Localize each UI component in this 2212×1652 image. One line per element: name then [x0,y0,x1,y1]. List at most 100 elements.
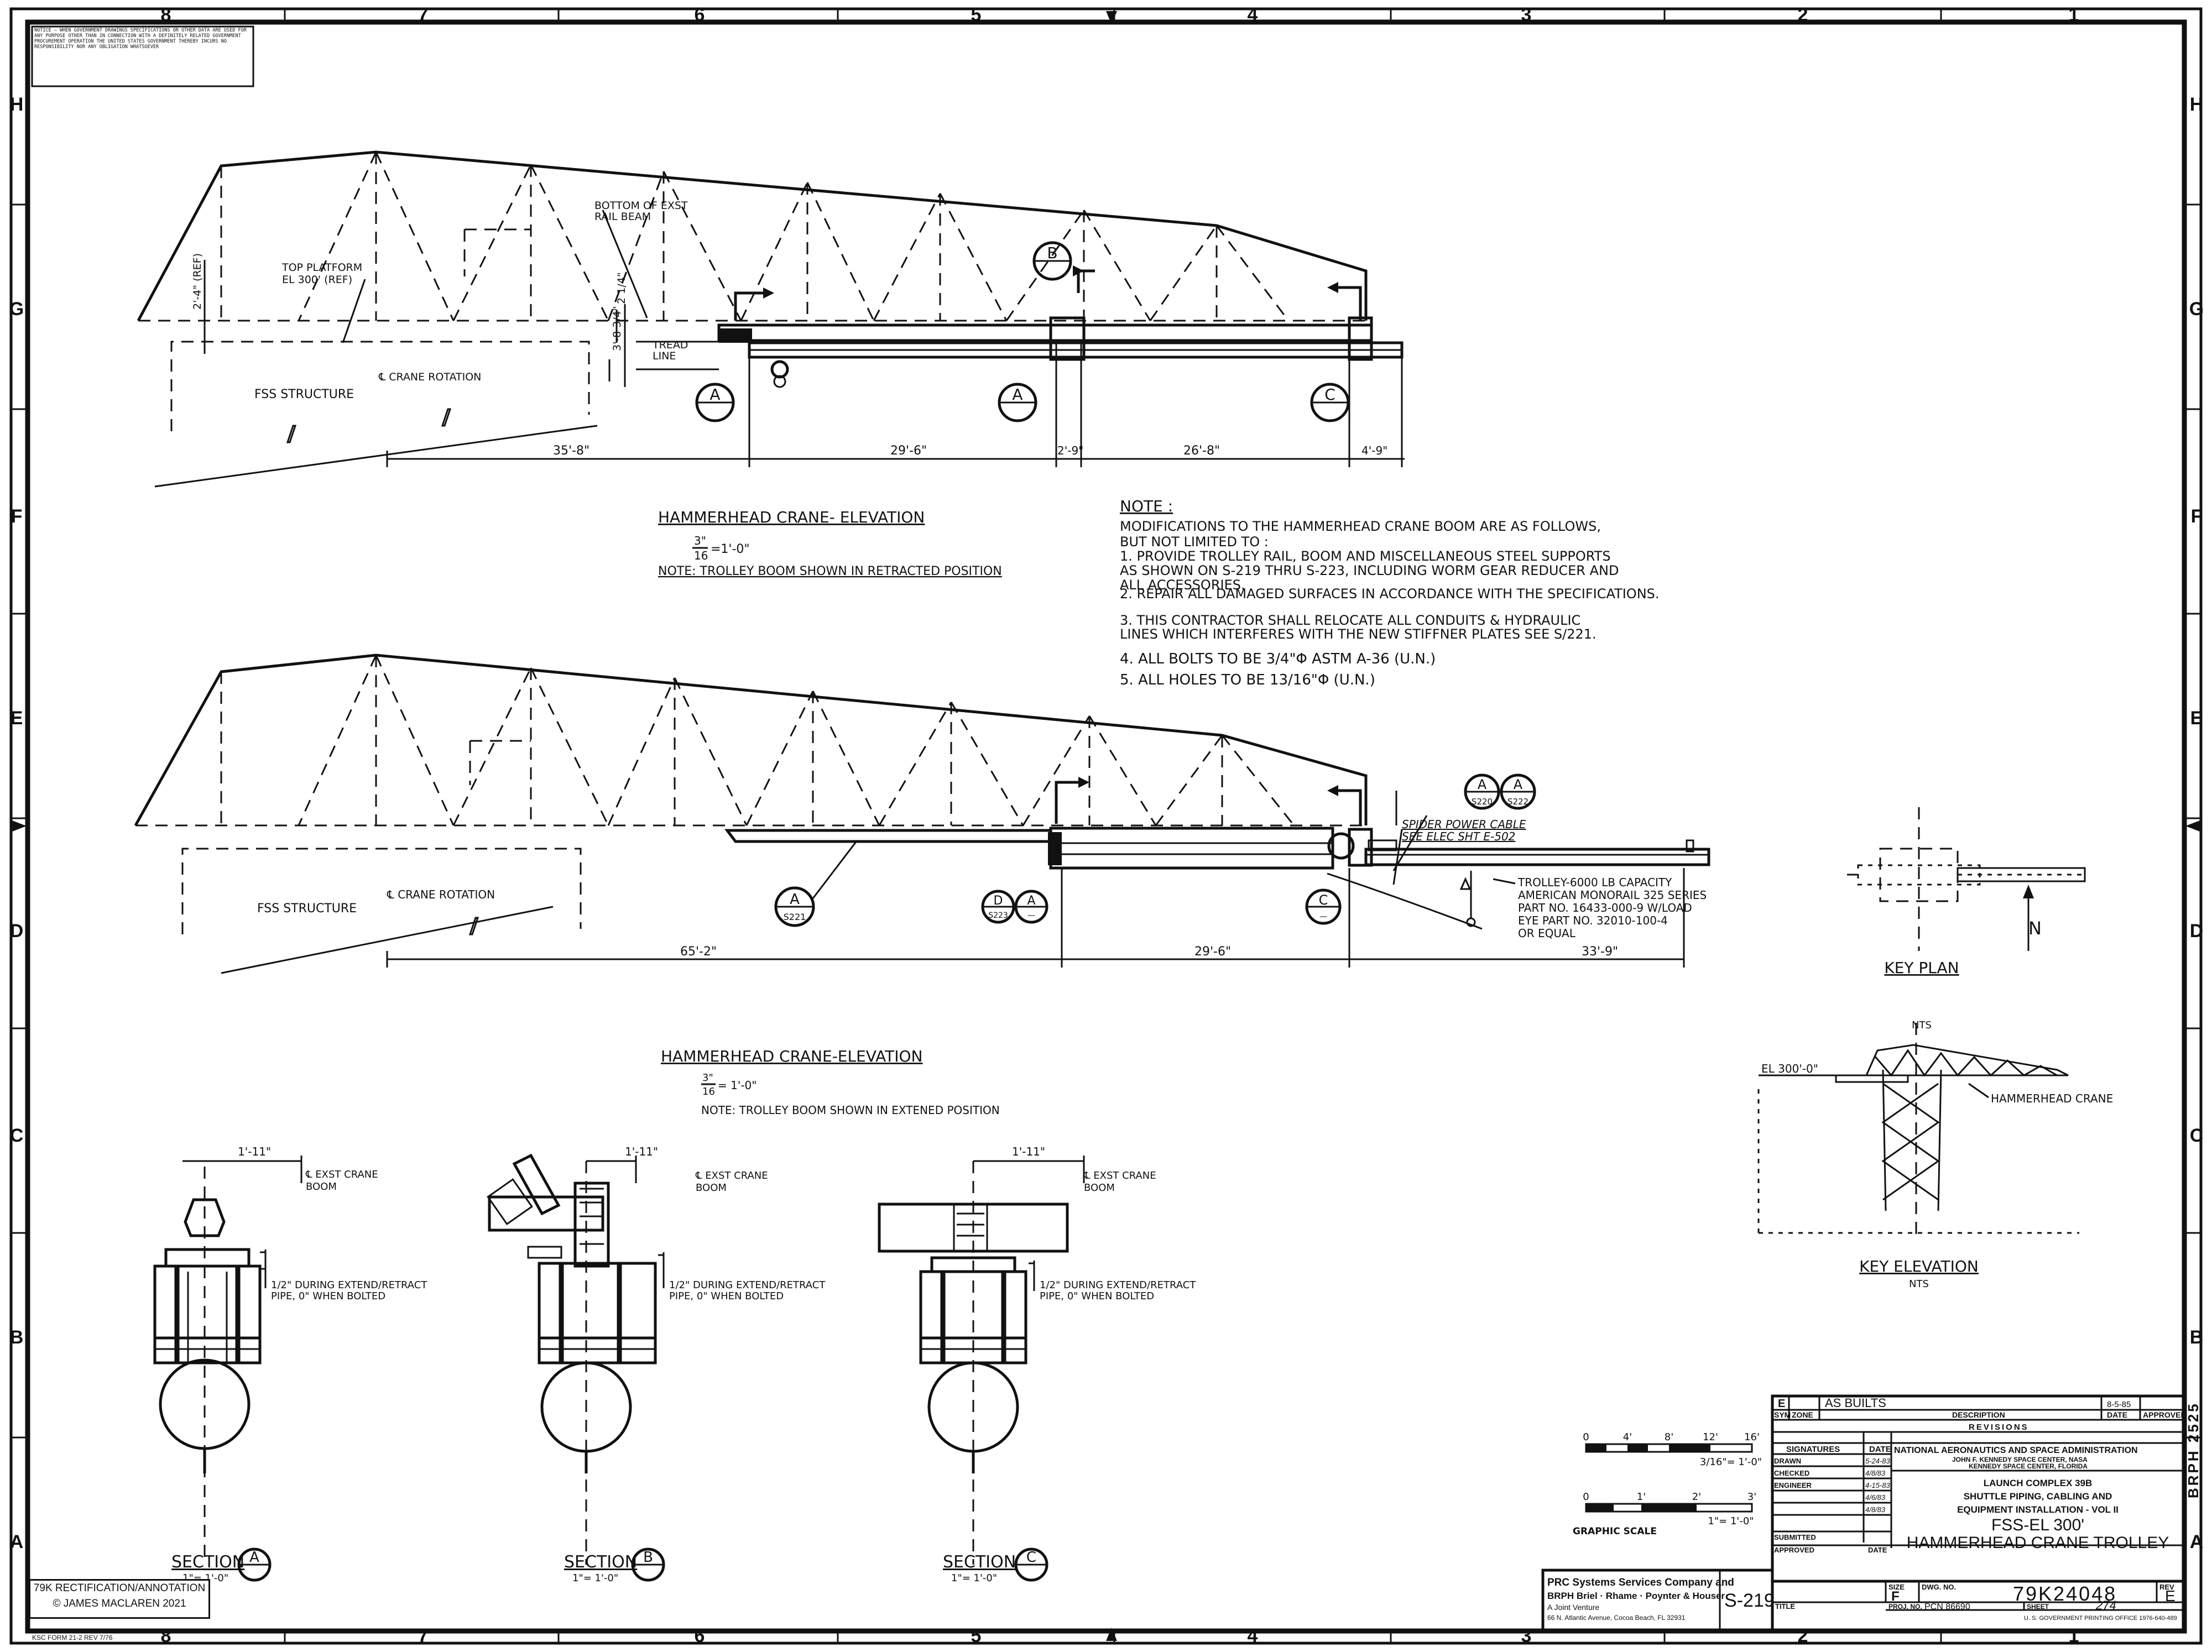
zone-col-3: 3 [1521,4,1532,25]
label-fss-structure: FSS STRUCTURE [254,388,354,401]
scale-bottom-tick-1: 1' [1637,1491,1646,1503]
proj-no-label: PROJ. NO. [1888,1603,1922,1611]
sig-date-header: DATE [1869,1445,1891,1454]
notice-text: NOTICE — WHEN GOVERNMENT DRAWINGS SPECIF… [34,28,247,50]
bubble-c-1: C [1324,385,1335,404]
section-b-note2: PIPE, 0" WHEN BOLTED [669,1290,784,1302]
label-tread: TREAD [652,339,688,351]
agency-name: NATIONAL AERONAUTICS AND SPACE ADMINISTR… [1894,1446,2138,1455]
section-a-note1: 1/2" DURING EXTEND/RETRACT [271,1279,427,1291]
section-a-dim: 1'-11" [238,1145,271,1158]
elevation2-scale-rest: = 1'-0" [718,1079,757,1092]
section-a-note2: PIPE, 0" WHEN BOLTED [271,1290,385,1302]
zone-col-4: 4 [1248,4,1258,25]
section-b-label1: ℄ EXST CRANE [695,1170,768,1182]
proj-no: PCN 86690 [1924,1602,1970,1612]
sheet-no: 274 [2095,1598,2116,1612]
zone-row-g: G [9,299,24,320]
section-c-label2: BOOM [1084,1182,1115,1194]
label-bottom-rail-beam-2: RAIL BEAM [594,211,651,223]
rev-description-header: DESCRIPTION [1952,1410,2005,1419]
scale-top-tick-2: 8' [1665,1431,1673,1443]
bubble-a-s222-sheet: S222 [1507,797,1528,807]
bubble-a-1: A [709,385,720,404]
agency-location: KENNEDY SPACE CENTER, FLORIDA [1969,1462,2088,1470]
zone-row-c: C [10,1125,24,1146]
zone-col-7-bottom: 7 [418,1625,429,1646]
dim-65-2: 65'-2" [680,945,717,959]
note-line-10: 5. ALL HOLES TO BE 13/16"Φ (U.N.) [1120,672,1375,688]
elevation1-title: HAMMERHEAD CRANE- ELEVATION [658,508,925,526]
sheet-label: SHEET [2027,1603,2049,1611]
elevation1-note: NOTE: TROLLEY BOOM SHOWN IN RETRACTED PO… [658,564,1002,578]
label-ref-dim: 2'-4" (REF) [191,253,204,310]
label-fss-structure-2: FSS STRUCTURE [257,902,357,916]
graphic-scale-label: GRAPHIC SCALE [1573,1526,1657,1537]
section-a-label2: BOOM [306,1181,337,1193]
approved-date-label: DATE [1868,1546,1887,1554]
section-b-letter: B [643,1549,653,1566]
bubble-a-s221: A [790,891,800,908]
drawn-label: DRAWN [1774,1457,1801,1465]
annotation-overlay: 79K RECTIFICATION/ANNOTATION © JAMES MAC… [29,1579,210,1619]
rev-value: E [2165,1587,2176,1604]
inner-border [25,19,2187,1634]
bubble-a-s220-sheet: S220 [1472,797,1493,807]
key-elevation [1757,1023,2079,1238]
scale-top-label: 3/16"= 1'-0" [1700,1456,1762,1468]
elevation1-scale-rest: =1'-0" [711,542,750,556]
bubble-b-1: B [1047,244,1057,262]
section-a-letter: A [249,1549,259,1566]
rev-date-header: DATE [2107,1410,2127,1419]
size-label: SIZE [1888,1583,1905,1591]
checked-date: 4/8/83 [1865,1469,1886,1477]
sheet-title-2: HAMMERHEAD CRANE TROLLEY [1907,1534,2169,1552]
rev-zone-header: ZONE [1792,1410,1813,1419]
elevation-extended [134,654,1710,974]
note-line-6: 2. REPAIR ALL DAMAGED SURFACES IN ACCORD… [1120,586,1660,602]
checked-label: CHECKED [1774,1469,1809,1477]
label-top-platform-el: EL 300' (REF) [282,274,352,286]
dim-4-9: 4'-9" [1361,444,1387,457]
bubble-d-s223-sheet: S223 [988,911,1008,920]
zone-row-g-right: G [2189,299,2204,320]
overlay-line-2: © JAMES MACLAREN 2021 [53,1598,186,1609]
zone-col-1-bottom: 1 [2069,1625,2079,1646]
elevation1-scale-num: 3" [694,534,706,547]
rev-label: REV [2159,1583,2174,1591]
gpo-line: U. S. GOVERNMENT PRINTING OFFICE 1976-64… [2024,1615,2177,1622]
sig-date-5: 4/8/83 [1865,1505,1886,1514]
label-dim-small: 2 1/4" [615,273,628,304]
label-top-platform: TOP PLATFORM [281,262,362,274]
key-plan-nts: NTS [1912,1020,1932,1031]
label-crane-rotation-2: ℄ CRANE ROTATION [387,888,495,901]
zone-row-d-right: D [2190,921,2204,942]
dim-29-6: 29'-6" [890,444,927,458]
section-c-label1: ℄ EXST CRANE [1083,1170,1156,1182]
elevation2-title: HAMMERHEAD CRANE-ELEVATION [661,1047,922,1065]
zone-col-5-bottom: 5 [971,1625,982,1646]
label-dim-left: 3'-8 3/4" [611,306,623,351]
zone-col-3-bottom: 3 [1521,1625,1532,1646]
zone-col-7: 7 [418,4,429,25]
section-b-note1: 1/2" DURING EXTEND/RETRACT [669,1279,826,1291]
key-elevation-title: KEY ELEVATION [1859,1257,1979,1275]
zone-row-c-right: C [2190,1125,2204,1146]
firm-line-2: BRPH Briel · Rhame · Poynter & Houser [1547,1591,1725,1601]
label-spider-cable-2: SEE ELEC SHT E-502 [1402,830,1515,843]
section-b-dim: 1'-11" [625,1145,658,1158]
size-value: F [1891,1589,1900,1604]
section-c-drawing [878,1156,1085,1582]
dim-26-8: 26'-8" [1183,444,1220,458]
zone-row-h-right: H [2190,94,2204,115]
zone-col-6-bottom: 6 [695,1625,705,1646]
label-trolley-3: PART NO. 16433-000-9 W/LOAD [1518,901,1692,914]
scale-bottom-tick-3: 3' [1747,1491,1756,1503]
dwg-no-label: DWG. NO. [1922,1583,1956,1591]
scale-bottom-tick-2: 2' [1692,1491,1701,1503]
bubble-a-2: A [1012,385,1022,404]
zone-col-6: 6 [695,4,705,25]
note-line-3: 1. PROVIDE TROLLEY RAIL, BOOM AND MISCEL… [1120,548,1611,564]
zone-row-f: F [11,506,23,527]
revisions-label: REVISIONS [1969,1423,2029,1432]
